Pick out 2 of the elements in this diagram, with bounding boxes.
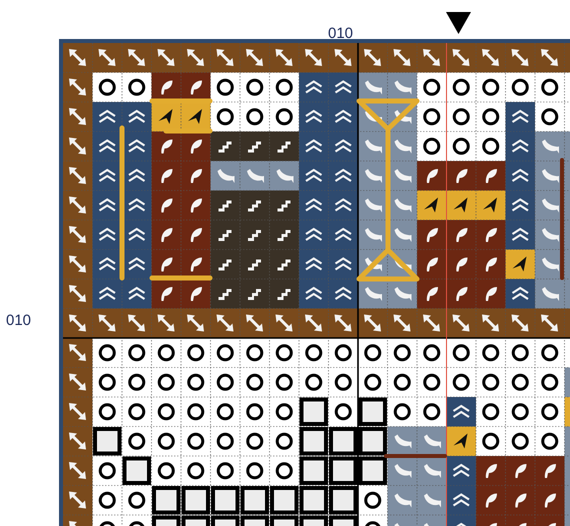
grid-count-label: 010 bbox=[6, 313, 32, 328]
grid-count-label: 010 bbox=[328, 26, 354, 41]
